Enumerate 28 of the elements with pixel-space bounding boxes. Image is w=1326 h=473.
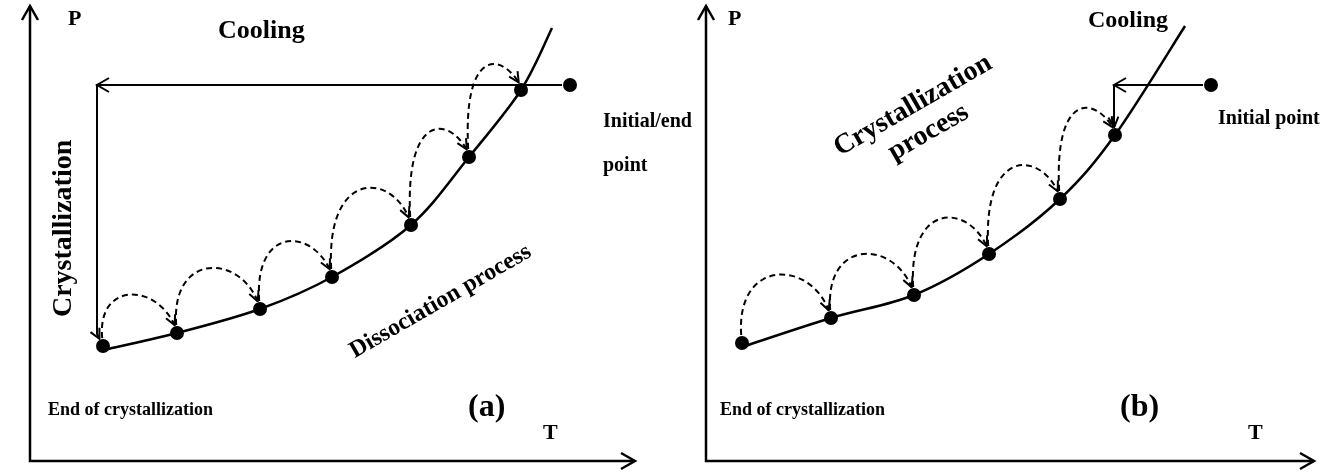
data-point [1204, 78, 1218, 92]
point-label: Initial/end point [603, 108, 693, 178]
data-point [907, 288, 921, 302]
data-point [170, 326, 184, 340]
axis-label: P [728, 6, 742, 31]
data-point [404, 218, 418, 232]
data-point [1053, 192, 1067, 206]
data-point [982, 247, 996, 261]
data-point [96, 339, 110, 353]
panel-label: (b) [1120, 388, 1160, 424]
caption-text: End of crystallization [720, 400, 885, 420]
process-label: Cooling [1088, 6, 1168, 33]
data-point [1108, 128, 1122, 142]
data-point [735, 336, 749, 350]
axis-label: T [1248, 420, 1263, 445]
data-point [824, 311, 838, 325]
panel-label: (a) [468, 388, 506, 424]
data-point [462, 150, 476, 164]
point-label: Initial point [1218, 106, 1320, 128]
data-point [514, 83, 528, 97]
data-point [253, 302, 267, 316]
process-label: Crystallization [46, 139, 78, 317]
axis-label: P [68, 6, 82, 31]
caption-text: End of crystallization [48, 400, 213, 420]
process-label: Cooling [218, 16, 305, 45]
axis-label: T [543, 420, 558, 445]
data-point [325, 270, 339, 284]
data-point [563, 78, 577, 92]
